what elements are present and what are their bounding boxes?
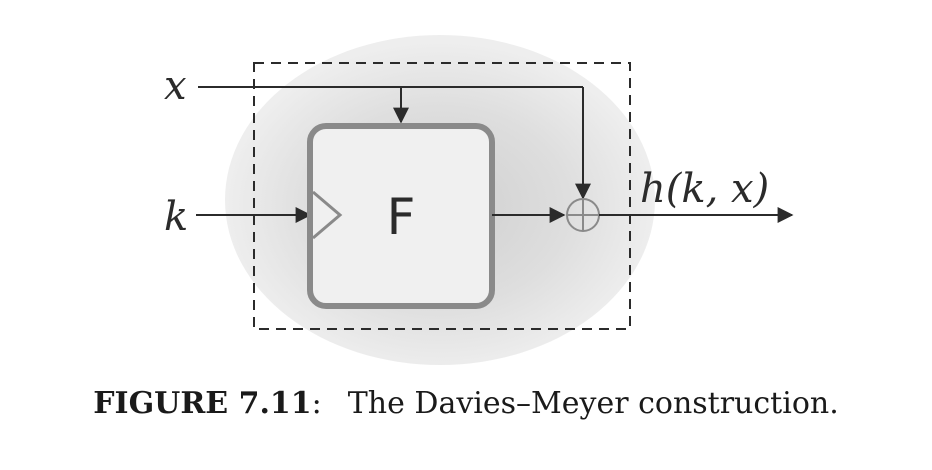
xor-icon [566,198,600,232]
key-input-notch [312,190,343,240]
construction-boundary [253,62,631,330]
k-input-label: k [164,194,188,240]
caption-text: The Davies–Meyer construction. [347,386,839,421]
caption-separator: : [311,386,322,421]
figure-number: FIGURE 7.11 [93,386,312,421]
davies-meyer-diagram: F x k h(k, x) [164,35,794,365]
x-input-label: x [164,63,187,109]
f-block-label: F [387,188,416,246]
output-label: h(k, x) [640,166,769,212]
figure-caption: FIGURE 7.11: The Davies–Meyer constructio… [0,386,932,421]
